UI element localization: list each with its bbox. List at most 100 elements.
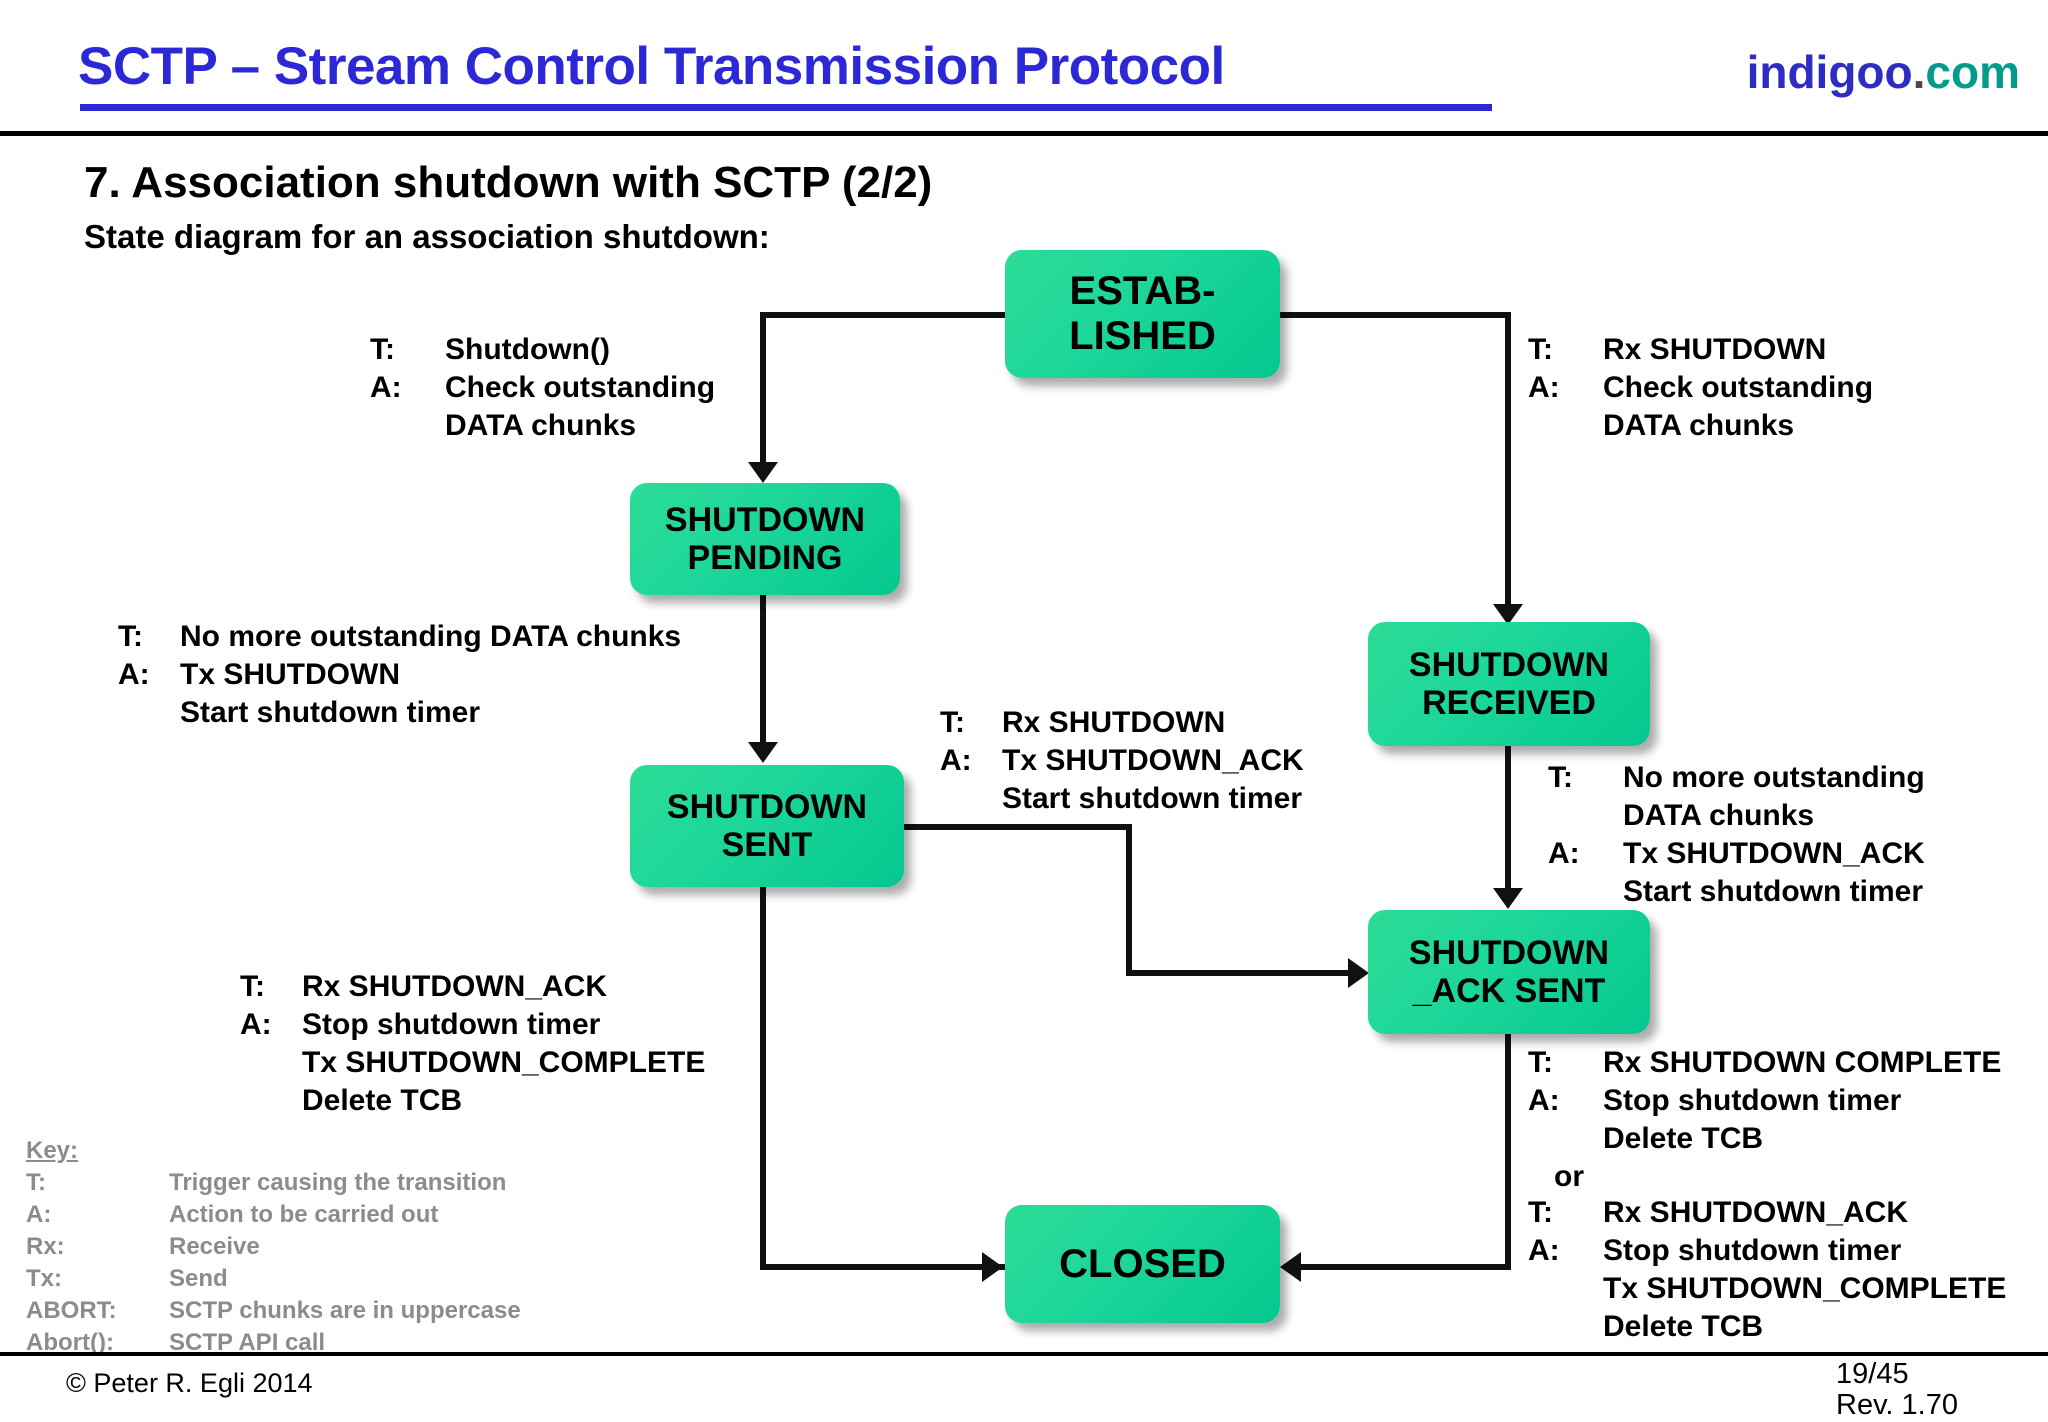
transition-or-separator: or: [1554, 1160, 1584, 1193]
transition-row: T: Rx SHUTDOWN COMPLETE: [1528, 1048, 2006, 1078]
transition-text: Rx SHUTDOWN_ACK: [302, 970, 608, 1003]
transition-text: Rx SHUTDOWN: [1002, 706, 1226, 739]
page-title: 7. Association shutdown with SCTP (2/2): [84, 158, 933, 207]
indigoo-logo[interactable]: indigoo.com: [1747, 45, 2020, 99]
footer-page-number: 19/45: [1836, 1358, 1909, 1390]
transition-text: Delete TCB: [302, 1084, 463, 1117]
transition-text: Tx SHUTDOWN_COMPLETE: [302, 1046, 706, 1079]
key-heading: Key:: [26, 1137, 79, 1164]
transition-row: T: Rx SHUTDOWN_ACK: [1528, 1198, 2006, 1228]
key-term: T:: [26, 1169, 46, 1196]
state-shutdown-received[interactable]: SHUTDOWN RECEIVED: [1368, 622, 1650, 746]
transition-label: T:: [1528, 1046, 1553, 1079]
edge-established-left-vertical: [760, 312, 766, 470]
transition-label: T:: [370, 333, 395, 366]
transition-label: A:: [1528, 1234, 1560, 1267]
edge-established-right-horizontal: [1277, 312, 1511, 318]
transition-row: Delete TCB: [1528, 1312, 2006, 1342]
transition-row: A: Tx SHUTDOWN_ACK: [940, 746, 1304, 776]
state-shutdown-sent-line1: SHUTDOWN: [666, 787, 868, 826]
key-row: ABORT: SCTP chunks are in uppercase: [26, 1299, 521, 1323]
arrowhead-to-shutdown-sent: [748, 742, 778, 763]
key-row: A: Action to be carried out: [26, 1203, 521, 1227]
transition-text: Rx SHUTDOWN_ACK: [1603, 1196, 1909, 1229]
transition-row: DATA chunks: [1528, 411, 1873, 441]
page-header-title: SCTP – Stream Control Transmission Proto…: [78, 37, 1225, 96]
transition-text: Stop shutdown timer: [302, 1008, 601, 1041]
state-shutdown-pending[interactable]: SHUTDOWN PENDING: [630, 483, 900, 595]
transition-row: A: Stop shutdown timer: [240, 1010, 705, 1040]
key-description: Action to be carried out: [169, 1201, 439, 1228]
transition-established-to-received: T: Rx SHUTDOWN A: Check outstanding DATA…: [1528, 335, 1873, 449]
state-shutdown-ack-sent-line2: _ACK SENT: [1412, 972, 1606, 1010]
key-description: Trigger causing the transition: [169, 1169, 507, 1196]
state-established[interactable]: ESTAB- LISHED: [1005, 250, 1280, 378]
transition-text: Check outstanding: [1603, 371, 1874, 404]
transition-row: A: Check outstanding: [370, 373, 715, 403]
transition-text: Rx SHUTDOWN: [1603, 333, 1827, 366]
transition-text: Stop shutdown timer: [1603, 1084, 1902, 1117]
transition-label: T:: [240, 970, 265, 1003]
transition-text: Start shutdown timer: [1623, 875, 1924, 908]
transition-row: Start shutdown timer: [940, 784, 1304, 814]
edge-sent-to-ack-sent-h2: [1126, 970, 1354, 976]
key-legend: Key: T: Trigger causing the transition A…: [26, 1139, 521, 1363]
key-term: Tx:: [26, 1265, 62, 1292]
transition-label: T:: [1528, 333, 1553, 366]
transition-row: Tx SHUTDOWN_COMPLETE: [240, 1048, 705, 1078]
transition-label: T:: [1548, 761, 1573, 794]
transition-label: T:: [940, 706, 965, 739]
key-term: ABORT:: [26, 1297, 117, 1324]
footer-revision: Rev. 1.70: [1836, 1389, 1958, 1421]
transition-row: Tx SHUTDOWN_COMPLETE: [1528, 1274, 2006, 1304]
edge-established-right-vertical: [1505, 312, 1511, 612]
transition-row: A: Tx SHUTDOWN_ACK: [1548, 839, 1925, 869]
transition-row: T: Rx SHUTDOWN: [940, 708, 1304, 738]
transition-row: DATA chunks: [370, 411, 715, 441]
state-closed[interactable]: CLOSED: [1005, 1205, 1280, 1323]
transition-text: Tx SHUTDOWN_ACK: [1002, 744, 1304, 777]
transition-row: T: Rx SHUTDOWN: [1528, 335, 1873, 365]
edge-established-left-horizontal: [760, 312, 1008, 318]
key-row: Tx: Send: [26, 1267, 521, 1291]
state-shutdown-sent[interactable]: SHUTDOWN SENT: [630, 765, 904, 887]
state-shutdown-received-line1: SHUTDOWN: [1408, 645, 1610, 684]
transition-row: A: Check outstanding: [1528, 373, 1873, 403]
arrowhead-to-closed-from-ack-sent: [1280, 1252, 1301, 1282]
transition-row: Start shutdown timer: [1548, 877, 1925, 907]
transition-row: Delete TCB: [1528, 1124, 2006, 1154]
key-description: SCTP chunks are in uppercase: [169, 1297, 521, 1324]
state-shutdown-ack-sent[interactable]: SHUTDOWN _ACK SENT: [1368, 910, 1650, 1034]
transition-row: DATA chunks: [1548, 801, 1925, 831]
key-row: Abort(): SCTP API call: [26, 1331, 521, 1355]
transition-text: Tx SHUTDOWN_COMPLETE: [1603, 1272, 2007, 1305]
logo-name-text: indigoo: [1746, 46, 1913, 98]
transition-label: A:: [240, 1008, 272, 1041]
key-description: Receive: [169, 1233, 260, 1260]
edge-sent-to-ack-sent-v: [1126, 824, 1132, 976]
transition-ack-sent-to-closed: T: Rx SHUTDOWN COMPLETE A: Stop shutdown…: [1528, 1048, 2006, 1350]
transition-label: A:: [940, 744, 972, 777]
edge-sent-to-closed-h: [760, 1264, 1008, 1270]
transition-text: Start shutdown timer: [1002, 782, 1303, 815]
transition-text: DATA chunks: [445, 409, 637, 442]
arrowhead-to-shutdown-pending: [748, 462, 778, 483]
transition-text: Check outstanding: [445, 371, 716, 404]
state-shutdown-ack-sent-line1: SHUTDOWN: [1408, 933, 1610, 972]
key-row: Rx: Receive: [26, 1235, 521, 1259]
transition-row: A: Tx SHUTDOWN: [118, 660, 681, 690]
edge-sent-to-closed-v1: [760, 886, 766, 1270]
transition-label: T:: [118, 620, 143, 653]
transition-label: A:: [1548, 837, 1580, 870]
state-shutdown-received-line2: RECEIVED: [1422, 684, 1596, 722]
key-description: SCTP API call: [169, 1329, 326, 1356]
transition-text: Rx SHUTDOWN COMPLETE: [1603, 1046, 2002, 1079]
transition-established-to-pending: T: Shutdown() A: Check outstanding DATA …: [370, 335, 715, 449]
key-term: Abort():: [26, 1329, 114, 1356]
key-row: T: Trigger causing the transition: [26, 1171, 521, 1195]
transition-row: Start shutdown timer: [118, 698, 681, 728]
edge-received-to-ack-sent: [1505, 745, 1511, 893]
transition-label: A:: [1528, 371, 1560, 404]
transition-row: T: No more outstanding: [1548, 763, 1925, 793]
transition-label: T:: [1528, 1196, 1553, 1229]
